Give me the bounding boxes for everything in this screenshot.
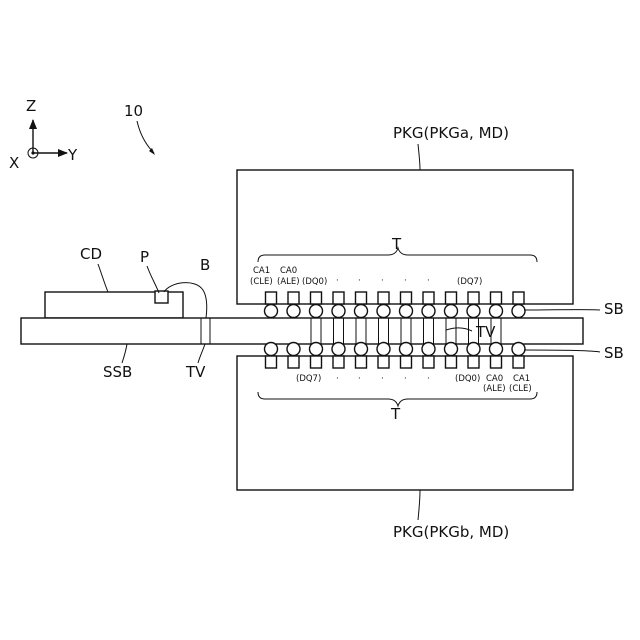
pin-label-cle-bottom: (CLE) — [509, 384, 532, 394]
upper-terminal-label: T — [391, 235, 402, 253]
lower-solder-ball — [490, 343, 503, 356]
controller-pad — [155, 291, 168, 303]
right-via-label: TV — [475, 323, 496, 341]
controller-label: CD — [80, 245, 102, 263]
upper-terminal-pad — [401, 292, 412, 304]
upper-terminal-pad — [333, 292, 344, 304]
lower-solder-ball — [422, 343, 435, 356]
upper-terminal-pad — [423, 292, 434, 304]
pin-ellipsis-dot: · — [336, 276, 339, 286]
lower-solder-ball — [467, 343, 480, 356]
upper-solder-ball — [355, 305, 368, 318]
controller-leader — [98, 264, 108, 292]
upper-solder-ball — [445, 305, 458, 318]
substrate-leader — [122, 344, 127, 363]
lower-solder-ball — [332, 343, 345, 356]
upper-solder-ball — [467, 305, 480, 318]
upper-terminal-pad — [513, 292, 524, 304]
upper-terminal-pad — [378, 292, 389, 304]
pin-label-dq7-top: (DQ7) — [457, 277, 482, 287]
upper-terminal-pad — [266, 292, 277, 304]
lower-terminal-pad — [423, 356, 434, 368]
pin-ellipsis-dot: · — [381, 374, 384, 384]
z-axis-label: Z — [26, 97, 36, 115]
pin-ellipsis-dot: · — [427, 276, 430, 286]
upper-solder-ball — [265, 305, 278, 318]
pin-ellipsis-dot: · — [381, 276, 384, 286]
x-axis-dot — [31, 151, 34, 154]
upper-solder-ball — [512, 305, 525, 318]
pin-label-ale-bottom: (ALE) — [483, 384, 506, 394]
lower-terminal-pad — [401, 356, 412, 368]
upper-package-leader — [418, 144, 420, 170]
lower-solder-ball — [287, 343, 300, 356]
substrate-label: SSB — [103, 363, 132, 381]
lower-package-label: PKG(PKGb, MD) — [393, 523, 509, 541]
lower-solder-ball — [265, 343, 278, 356]
lower-terminal-label: T — [390, 405, 401, 423]
upper-solder-label: SB — [604, 300, 624, 318]
lower-terminal-pad — [513, 356, 524, 368]
pin-label-dq0-bottom: (DQ0) — [455, 374, 480, 384]
pin-ellipsis-dot: · — [336, 374, 339, 384]
lower-terminal-pad — [378, 356, 389, 368]
pin-label-ca1-bottom: CA1 — [513, 374, 530, 384]
figure-reference-number: 10 — [124, 102, 143, 120]
figure-reference-leader — [137, 121, 154, 153]
upper-solder-ball — [377, 305, 390, 318]
x-axis-label: X — [9, 154, 19, 172]
upper-terminal-pad — [311, 292, 322, 304]
lower-solder-leader — [524, 350, 600, 352]
lower-terminal-pad — [333, 356, 344, 368]
pin-ellipsis-dot: · — [358, 374, 361, 384]
lower-terminal-pad — [356, 356, 367, 368]
lower-terminal-pad — [288, 356, 299, 368]
upper-terminal-pad — [288, 292, 299, 304]
upper-terminal-pad — [356, 292, 367, 304]
y-axis-label: Y — [67, 146, 78, 164]
axis-indicator: Z Y X — [9, 97, 78, 172]
pin-label-ale-top: (ALE) — [277, 277, 300, 287]
upper-terminal-pad — [446, 292, 457, 304]
pad-leader — [147, 266, 159, 293]
lower-terminal-pad — [266, 356, 277, 368]
left-via-label: TV — [185, 363, 206, 381]
pin-label-dq7-bottom: (DQ7) — [296, 374, 321, 384]
pin-ellipsis-dot: · — [404, 276, 407, 286]
upper-solder-ball — [332, 305, 345, 318]
pin-ellipsis-dot: · — [358, 276, 361, 286]
pin-ellipsis-dot: · — [404, 374, 407, 384]
upper-terminal-pad — [491, 292, 502, 304]
lower-solder-label: SB — [604, 344, 624, 362]
pad-label: P — [140, 248, 149, 266]
lower-terminal-pad — [468, 356, 479, 368]
pin-ellipsis-dot: · — [427, 374, 430, 384]
pin-label-ca0-top: CA0 — [280, 266, 297, 276]
lower-solder-ball — [377, 343, 390, 356]
substrate-board — [21, 318, 583, 344]
pin-label-dq0-top: (DQ0) — [302, 277, 327, 287]
lower-package-leader — [418, 490, 420, 520]
lower-terminal-pad — [491, 356, 502, 368]
lower-solder-ball — [445, 343, 458, 356]
pin-label-cle-top: (CLE) — [250, 277, 273, 287]
bond-wire-label: B — [200, 256, 210, 274]
upper-solder-ball — [490, 305, 503, 318]
upper-solder-ball — [287, 305, 300, 318]
lower-solder-ball — [512, 343, 525, 356]
lower-solder-ball — [310, 343, 323, 356]
left-via-leader — [198, 344, 205, 363]
lower-solder-ball — [355, 343, 368, 356]
upper-solder-ball — [400, 305, 413, 318]
pin-label-ca0-bottom: CA0 — [486, 374, 503, 384]
upper-terminal-pad — [468, 292, 479, 304]
lower-solder-ball — [400, 343, 413, 356]
upper-solder-ball — [310, 305, 323, 318]
lower-terminal-pad — [311, 356, 322, 368]
pin-label-ca1-top: CA1 — [253, 266, 270, 276]
lower-terminal-pad — [446, 356, 457, 368]
upper-solder-ball — [422, 305, 435, 318]
upper-package-label: PKG(PKGa, MD) — [393, 124, 509, 142]
